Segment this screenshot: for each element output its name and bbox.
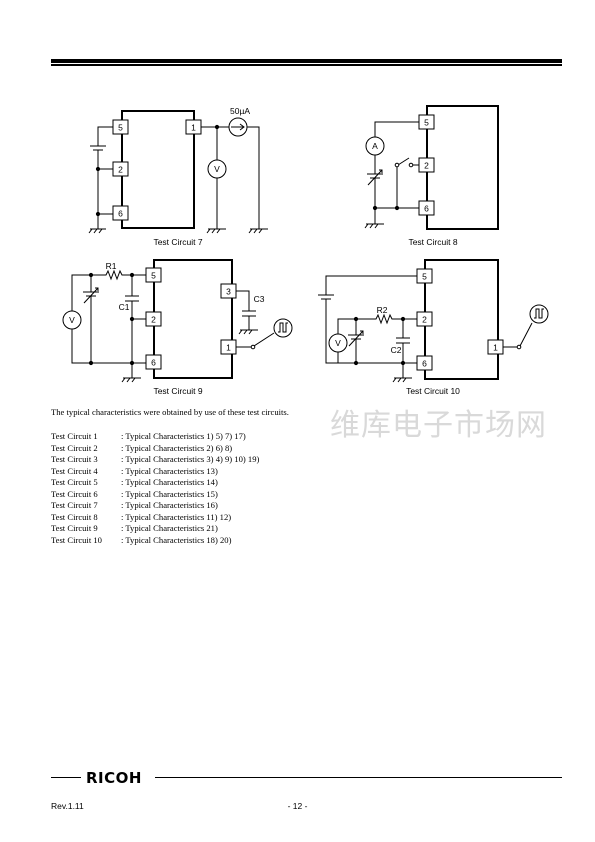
- test-circuits-figure: 5 2 6 1 50µA V Test Circuit 7 5 2 6 A: [62, 105, 549, 396]
- table-row: Test Circuit 2 : Typical Characteristics …: [51, 443, 259, 455]
- circuit-table: Test Circuit 1 : Typical Characteristics …: [51, 431, 259, 546]
- ic-body: [153, 259, 233, 379]
- pin-label: 6: [151, 358, 156, 368]
- meter-label: A: [372, 141, 378, 151]
- pin-label: 5: [118, 123, 123, 133]
- circuit-name: Test Circuit 4: [51, 465, 98, 476]
- pin-label: 6: [424, 204, 429, 214]
- circuit-caption: Test Circuit 10: [406, 386, 460, 396]
- circuit-desc: : Typical Characteristics 14): [121, 477, 218, 487]
- r1-label: R1: [106, 261, 117, 271]
- pin-label: 2: [118, 165, 123, 175]
- ic-body: [121, 110, 195, 229]
- ricoh-logo: RICOH: [86, 769, 142, 787]
- current-label: 50µA: [230, 106, 250, 116]
- circuit-desc: : Typical Characteristics 18) 20): [121, 534, 232, 545]
- voltmeter-icon: [207, 159, 227, 179]
- pin-label: 2: [151, 315, 156, 325]
- voltmeter-icon: [328, 333, 348, 353]
- pin-label: 5: [424, 118, 429, 128]
- circuit-desc: : Typical Characteristics 15): [121, 488, 218, 499]
- pin-label: 6: [422, 359, 427, 369]
- pin-label: 1: [191, 123, 196, 133]
- table-row: Test Circuit 5 : Typical Characteristics …: [51, 477, 259, 489]
- revision: Rev.1.11: [51, 801, 84, 811]
- test-circuit-7: 5 2 6 1 50µA V Test Circuit 7: [88, 106, 268, 247]
- table-row: Test Circuit 1 : Typical Characteristics …: [51, 431, 259, 443]
- c3-label: C3: [254, 294, 265, 304]
- circuit-name: Test Circuit 2: [51, 442, 98, 453]
- pin-label: 2: [422, 315, 427, 325]
- circuit-caption: Test Circuit 9: [153, 386, 202, 396]
- circuit-caption: Test Circuit 7: [153, 237, 202, 247]
- circuit-desc: : Typical Characteristics 13): [121, 465, 218, 476]
- ammeter-icon: [365, 136, 385, 156]
- pin-6: [112, 205, 129, 221]
- circuit-name: Test Circuit 6: [51, 488, 98, 499]
- pin-label: 5: [151, 271, 156, 281]
- circuit-desc: : Typical Characteristics 21): [121, 523, 218, 533]
- circuit-name: Test Circuit 7: [51, 500, 98, 510]
- current-source-icon: [228, 117, 248, 137]
- pin-6: [145, 354, 162, 370]
- page-number: - 12 -: [287, 801, 308, 811]
- circuit-desc: : Typical Characteristics 11) 12): [121, 511, 232, 522]
- voltmeter-icon: [62, 310, 82, 330]
- ic-body: [426, 105, 499, 230]
- circuit-name: Test Circuit 9: [51, 523, 98, 533]
- circuit-name: Test Circuit 3: [51, 454, 98, 464]
- intro-text: The typical characteristics were obtaine…: [51, 407, 289, 417]
- footer-rule: [51, 777, 81, 778]
- footer-rule: [155, 777, 562, 778]
- pin-label: 2: [424, 161, 429, 171]
- test-circuit-10: 5 2 6 1 V R2 C2 Test Circuit 10: [318, 259, 549, 396]
- circuit-desc: : Typical Characteristics 16): [121, 500, 218, 510]
- circuit-desc: : Typical Characteristics 2) 6) 8): [121, 442, 233, 453]
- circuit-name: Test Circuit 10: [51, 534, 102, 545]
- meter-label: V: [69, 315, 75, 325]
- circuit-desc: : Typical Characteristics 3) 4) 9) 10) 1…: [121, 454, 260, 464]
- table-row: Test Circuit 6 : Typical Characteristics …: [51, 489, 259, 501]
- test-circuit-8: 5 2 6 A Test Circuit 8: [364, 105, 499, 247]
- pin-label: 3: [226, 287, 231, 297]
- pin-label: 6: [118, 209, 123, 219]
- circuit-desc: : Typical Characteristics 1) 5) 7) 17): [121, 431, 246, 441]
- c2-label: C2: [391, 345, 402, 355]
- test-circuit-9: 5 2 6 3 1 V R1 C1 C3 Test Circuit 9: [62, 259, 293, 396]
- circuit-caption: Test Circuit 8: [408, 237, 457, 247]
- meter-label: V: [335, 338, 341, 348]
- pulse-generator-icon: [273, 318, 293, 338]
- table-row: Test Circuit 4 : Typical Characteristics …: [51, 466, 259, 478]
- pin-label: 5: [422, 272, 427, 282]
- c1-label: C1: [119, 302, 130, 312]
- table-row: Test Circuit 7 : Typical Characteristics …: [51, 500, 259, 512]
- table-row: Test Circuit 8 : Typical Characteristics …: [51, 512, 259, 524]
- pin-label: 1: [226, 343, 231, 353]
- circuit-name: Test Circuit 5: [51, 477, 98, 487]
- circuit-name: Test Circuit 8: [51, 511, 98, 522]
- meter-label: V: [214, 164, 220, 174]
- ic-body: [424, 259, 499, 380]
- pulse-generator-icon: [529, 304, 549, 324]
- table-row: Test Circuit 9 : Typical Characteristics …: [51, 523, 259, 535]
- header-rule: [51, 59, 562, 66]
- circuit-name: Test Circuit 1: [51, 431, 98, 441]
- pin-label: 1: [493, 343, 498, 353]
- watermark: 维库电子市场网: [330, 408, 547, 443]
- table-row: Test Circuit 10 : Typical Characteristics…: [51, 535, 259, 547]
- table-row: Test Circuit 3 : Typical Characteristics …: [51, 454, 259, 466]
- r2-label: R2: [377, 305, 388, 315]
